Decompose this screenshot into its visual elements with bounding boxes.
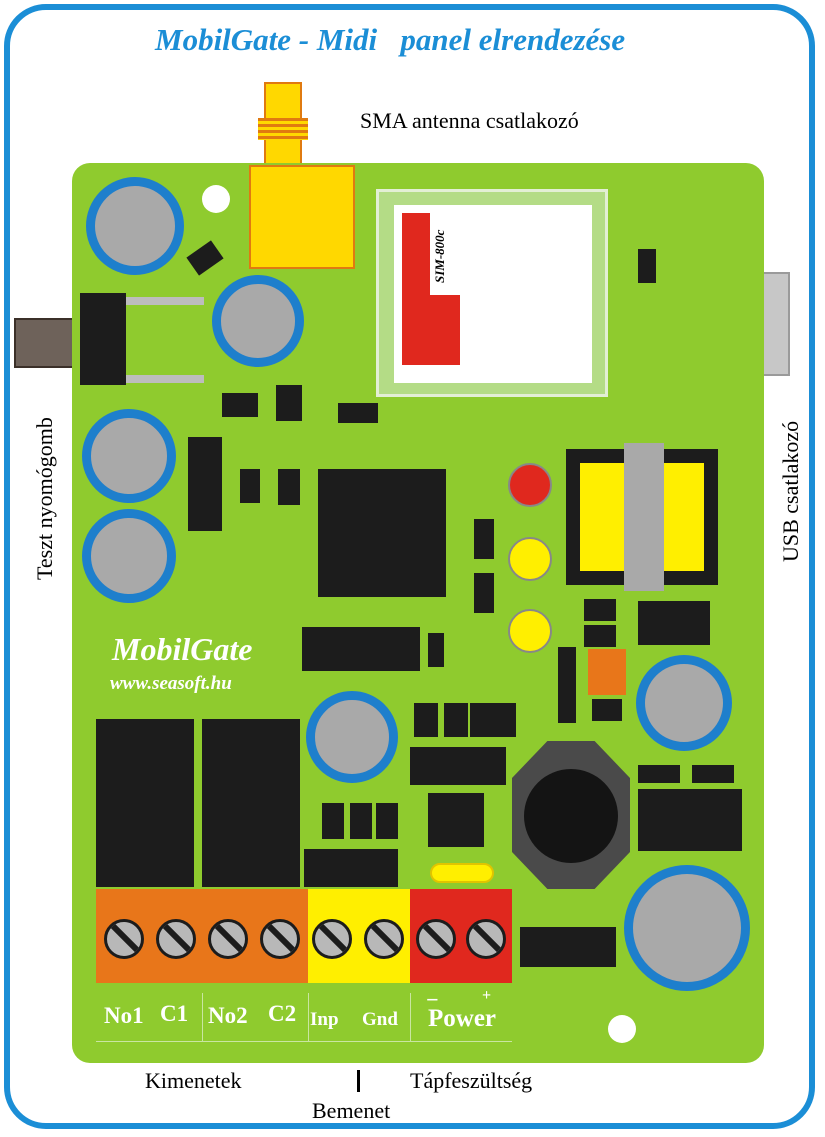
transformer-core [624, 443, 664, 591]
smd-resistor-16 [692, 765, 734, 783]
smd-resistor-11 [494, 703, 516, 737]
fuse-yellow [430, 863, 494, 883]
led-yellow-1 [508, 537, 552, 581]
diode-large-2 [638, 601, 710, 645]
outputs-label: Kimenetek [145, 1068, 242, 1093]
terminal-label-no1: No1 [104, 1003, 144, 1028]
capacitor-4 [82, 509, 176, 603]
screw-power-minus[interactable] [416, 919, 456, 959]
smd-transistor-2 [276, 385, 302, 421]
usb-label: USB csatlakozó [778, 420, 803, 562]
diode-large-5 [520, 927, 616, 967]
regulator-chip [428, 793, 484, 847]
screw-no2[interactable] [208, 919, 248, 959]
screw-c2[interactable] [260, 919, 300, 959]
terminal-label-gnd: Gnd [362, 1009, 398, 1030]
terminal-label-power: Power [428, 1005, 497, 1032]
terminal-baseline [96, 1041, 512, 1042]
relay-2 [202, 719, 300, 887]
crystal-oscillator [302, 627, 420, 671]
test-button-lead-bottom [126, 375, 204, 383]
terminal-label-inp: Inp [310, 1009, 339, 1030]
test-button-lead-top [126, 297, 204, 305]
board-brand: MobilGate [112, 631, 253, 667]
capacitor-6 [636, 655, 732, 751]
smd-resistor-12 [322, 803, 344, 839]
diode-vertical-1 [558, 647, 576, 723]
screw-c1[interactable] [156, 919, 196, 959]
capacitor-7 [624, 865, 750, 991]
capacitor-1 [86, 177, 184, 275]
smd-resistor-7 [428, 633, 444, 667]
input-marker [357, 1070, 360, 1092]
smd-transistor-1 [222, 393, 258, 417]
smd-array-2 [474, 573, 494, 613]
microcontroller-chip [318, 469, 446, 597]
antenna-label: SMA antenna csatlakozó [360, 108, 579, 133]
smd-resistor-4 [584, 599, 616, 621]
test-button-knob [14, 318, 80, 368]
outer-frame [4, 4, 815, 1129]
smd-resistor-3 [278, 469, 300, 505]
power-supply-label: Tápfeszültség [410, 1068, 533, 1093]
terminal-divider-2 [308, 993, 309, 1041]
diode-large-1 [188, 437, 222, 531]
smd-resistor-1 [638, 249, 656, 283]
smd-resistor-5 [584, 625, 616, 647]
sma-connector-base [249, 165, 355, 269]
smd-transistor-3 [338, 403, 378, 423]
power-inductor-core [524, 769, 618, 863]
smd-resistor-9 [444, 703, 468, 737]
screw-inp[interactable] [312, 919, 352, 959]
pcb-board: SIM-800c MobilGate www.seasoft.hu [72, 163, 764, 1063]
smd-resistor-6 [592, 699, 622, 721]
mount-hole-top [202, 185, 230, 213]
terminal-divider-3 [410, 993, 411, 1041]
smd-resistor-13 [350, 803, 372, 839]
input-label: Bemenet [312, 1098, 391, 1123]
led-red [508, 463, 552, 507]
gsm-module-label: SIM-800c [432, 229, 447, 283]
terminal-label-c2: C2 [268, 1001, 297, 1026]
sma-thread [258, 118, 308, 140]
smd-resistor-10 [470, 703, 494, 737]
orange-component [588, 649, 626, 695]
screw-no1[interactable] [104, 919, 144, 959]
smd-resistor-2 [240, 469, 260, 503]
smd-resistor-14 [376, 803, 398, 839]
screw-gnd[interactable] [364, 919, 404, 959]
capacitor-3 [82, 409, 176, 503]
test-button-body [80, 293, 126, 385]
ic-right [638, 789, 742, 851]
smd-resistor-8 [414, 703, 438, 737]
board-website: www.seasoft.hu [110, 673, 232, 694]
smd-diode-1 [186, 240, 224, 276]
page-title: MobilGate - Midi panel elrendezése [155, 22, 626, 57]
smd-array-1 [474, 519, 494, 559]
terminal-label-c1: C1 [160, 1001, 189, 1026]
terminal-label-plus: + [482, 987, 492, 1004]
test-button-label: Teszt nyomógomb [32, 417, 57, 580]
gsm-module-red-block [402, 295, 460, 365]
terminal-label-no2: No2 [208, 1003, 248, 1028]
screw-power-plus[interactable] [466, 919, 506, 959]
mount-hole-bottom [608, 1015, 636, 1043]
terminal-divider-1 [202, 993, 203, 1041]
relay-1 [96, 719, 194, 887]
capacitor-2 [212, 275, 304, 367]
capacitor-5 [306, 691, 398, 783]
diode-large-4 [304, 849, 398, 887]
diode-large-3 [410, 747, 506, 785]
terminal-label-minus: − [426, 987, 439, 1012]
led-yellow-2 [508, 609, 552, 653]
smd-resistor-15 [638, 765, 680, 783]
